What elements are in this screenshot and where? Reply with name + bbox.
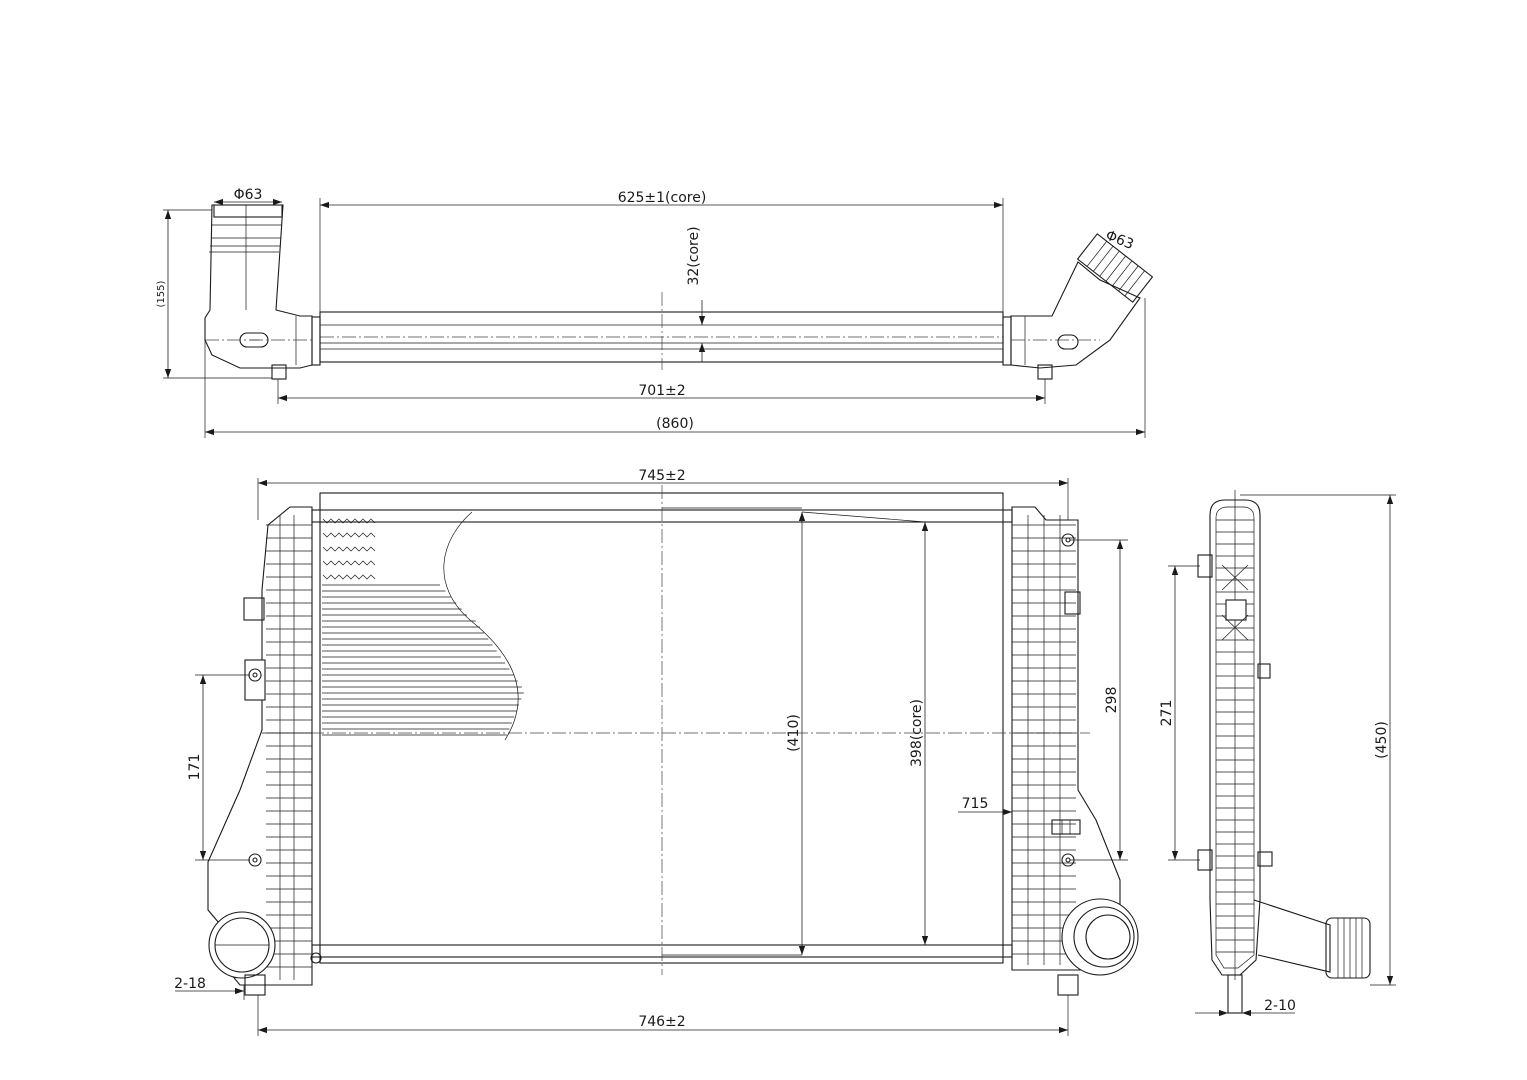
front-left-mount-spacing: 171 xyxy=(187,754,203,781)
top-mount-span: 701±2 xyxy=(638,383,685,399)
side-mount-spacing: 271 xyxy=(1159,700,1175,727)
top-outlet-diameter: Φ63 xyxy=(1103,227,1136,253)
front-view: 745±2 746±2 (410) 398(core) 298 171 715 … xyxy=(174,468,1139,1036)
side-dimensions: (450) 271 2-10 xyxy=(1159,494,1396,1017)
top-inlet-diameter: Φ63 xyxy=(234,187,263,203)
front-left-tank xyxy=(207,506,313,996)
front-core xyxy=(310,485,1090,975)
top-dimensions: Φ63 Φ63 625±1(core) 32(core) (155) 701±2… xyxy=(156,187,1146,438)
fin-springs xyxy=(322,518,376,580)
front-height: (410) xyxy=(786,714,802,752)
top-core-length: 625±1(core) xyxy=(618,190,707,206)
top-right-tank xyxy=(1010,233,1154,380)
top-core xyxy=(311,292,1012,370)
top-view: Φ63 Φ63 625±1(core) 32(core) (155) 701±2… xyxy=(156,187,1154,438)
top-height: (155) xyxy=(156,280,167,307)
front-pin: 2-18 xyxy=(174,976,206,992)
front-right-mount-spacing: 298 xyxy=(1104,687,1120,714)
front-core-height: 398(core) xyxy=(909,699,925,767)
side-overall-height: (450) xyxy=(1374,721,1390,759)
side-pin: 2-10 xyxy=(1264,998,1296,1014)
top-overall-length: (860) xyxy=(656,416,694,432)
side-view: (450) 271 2-10 xyxy=(1159,490,1396,1017)
front-offset: 715 xyxy=(962,796,989,812)
front-dimensions: 745±2 746±2 (410) 398(core) 298 171 715 … xyxy=(174,468,1128,1036)
top-left-tank xyxy=(204,204,313,380)
front-bottom-width: 746±2 xyxy=(638,1014,685,1030)
top-core-thickness: 32(core) xyxy=(686,226,702,285)
front-top-width: 745±2 xyxy=(638,468,685,484)
front-right-tank xyxy=(1011,506,1139,996)
